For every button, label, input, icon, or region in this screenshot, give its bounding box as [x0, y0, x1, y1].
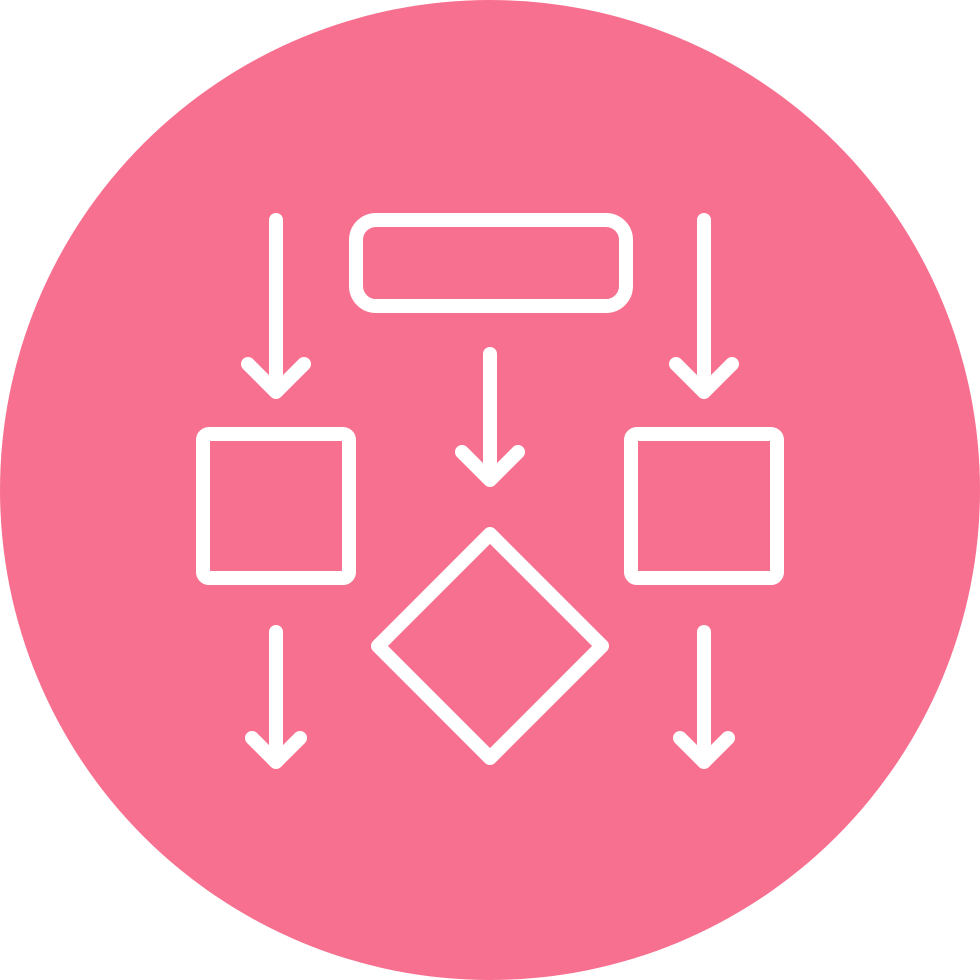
right-process-box: [624, 427, 784, 585]
bottom-right-down-arrow-icon: [673, 625, 735, 769]
left-process-box: [196, 427, 356, 585]
flowchart-lines: [196, 213, 784, 769]
start-terminator-shape: [349, 213, 633, 313]
center-down-arrow-icon: [455, 347, 525, 487]
top-left-down-arrow-icon: [241, 213, 311, 399]
decision-diamond-shape: [371, 527, 609, 765]
top-right-down-arrow-icon: [669, 213, 739, 399]
bottom-left-down-arrow-icon: [245, 625, 307, 769]
